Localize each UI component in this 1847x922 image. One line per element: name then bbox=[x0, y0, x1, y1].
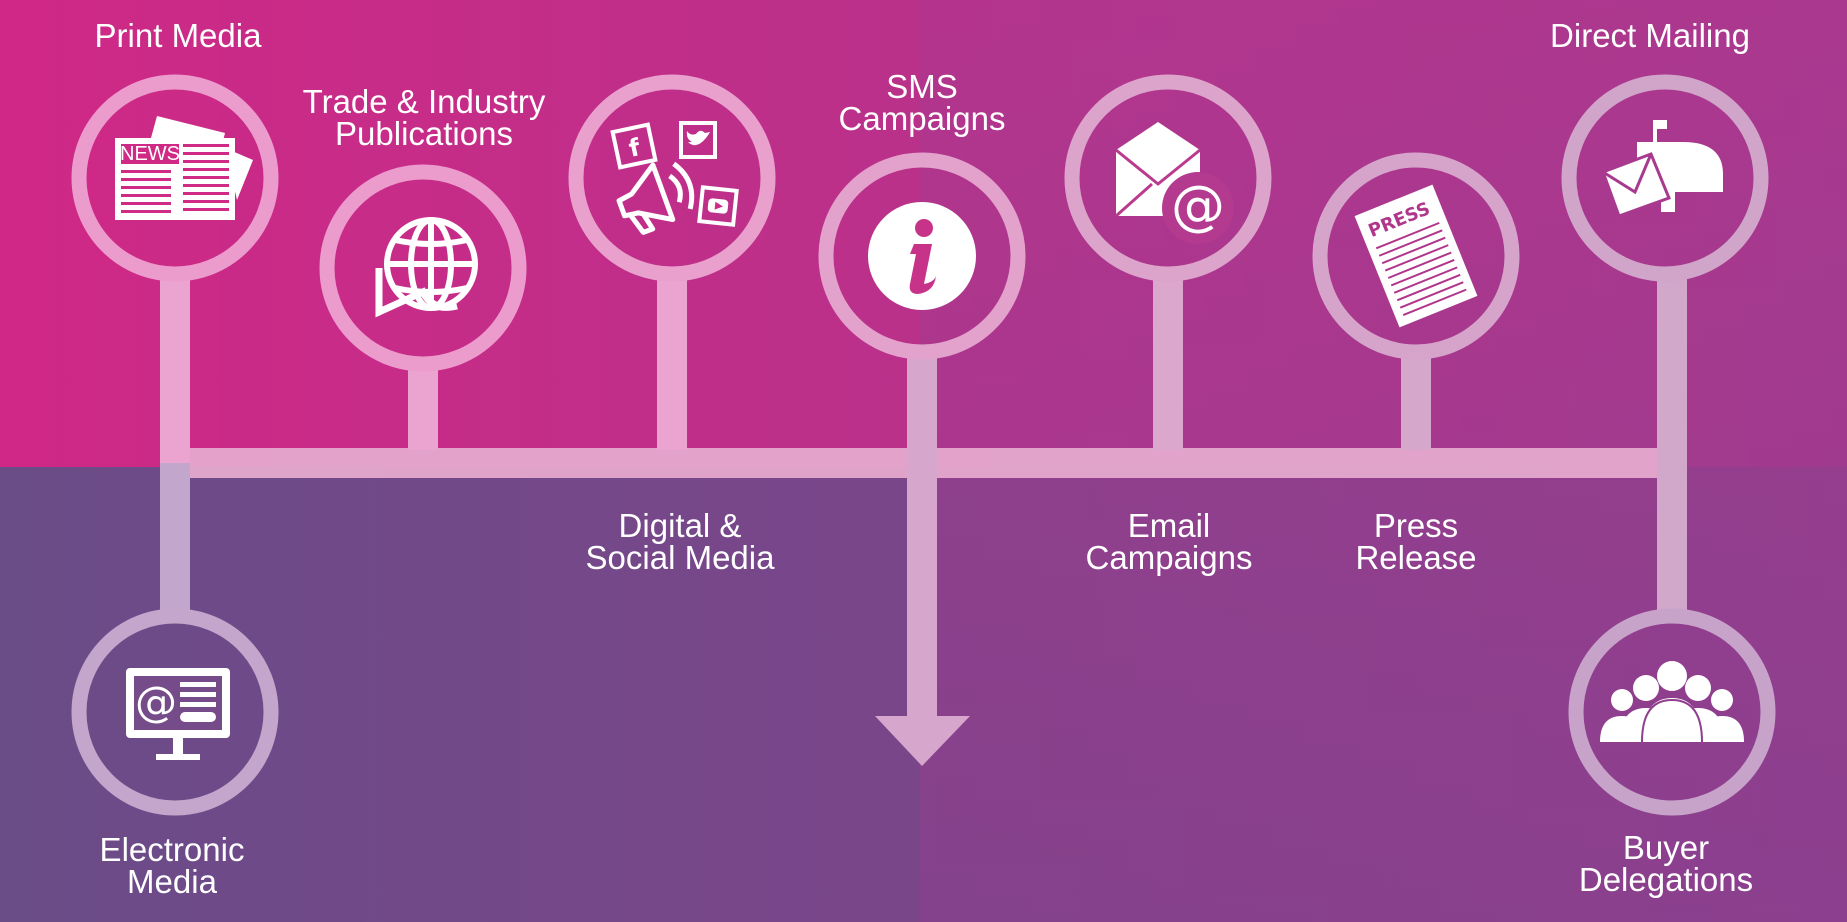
label-electronic-media: Electronic Media bbox=[99, 831, 245, 900]
news-word: NEWS bbox=[120, 143, 180, 165]
svg-text:@: @ bbox=[1171, 174, 1225, 237]
newspaper-icon: NEWS bbox=[115, 116, 253, 220]
ring-electronic-media bbox=[71, 608, 279, 816]
twitter-icon bbox=[679, 121, 717, 159]
monitor-at-icon: @ bbox=[126, 668, 230, 760]
social-megaphone-icon: f bbox=[610, 121, 739, 235]
ring-sms bbox=[818, 152, 1026, 360]
ring-direct-mailing bbox=[1561, 74, 1769, 282]
globe-icon bbox=[375, 217, 478, 318]
label-direct-mailing: Direct Mailing bbox=[1550, 17, 1750, 54]
envelope-at-icon: @ bbox=[1115, 122, 1234, 244]
ring-print-media bbox=[71, 74, 279, 282]
mailbox-icon bbox=[1601, 120, 1723, 218]
megaphone-icon bbox=[616, 161, 695, 235]
label-print-media: Print Media bbox=[94, 17, 262, 54]
info-icon bbox=[868, 202, 976, 310]
ring-email bbox=[1064, 74, 1272, 282]
label-sms-campaigns: SMS Campaigns bbox=[838, 68, 1006, 137]
ring-buyer-delegations bbox=[1568, 608, 1776, 816]
label-press-release: Press Release bbox=[1355, 507, 1477, 576]
ring-digital-social bbox=[568, 74, 776, 282]
arrow-head bbox=[875, 716, 970, 766]
label-trade-publications: Trade & Industry Publications bbox=[302, 83, 546, 152]
youtube-icon bbox=[697, 185, 739, 227]
label-email-campaigns: Email Campaigns bbox=[1085, 507, 1253, 576]
node-rings bbox=[71, 74, 1776, 816]
label-digital-social-media: Digital & Social Media bbox=[585, 507, 775, 576]
group-icon bbox=[1600, 661, 1744, 743]
ring-trade-publications bbox=[319, 164, 527, 372]
ring-press bbox=[1312, 152, 1520, 360]
svg-text:@: @ bbox=[135, 677, 177, 726]
label-buyer-delegations: Buyer Delegations bbox=[1578, 829, 1754, 898]
connector-lines bbox=[160, 276, 1687, 766]
